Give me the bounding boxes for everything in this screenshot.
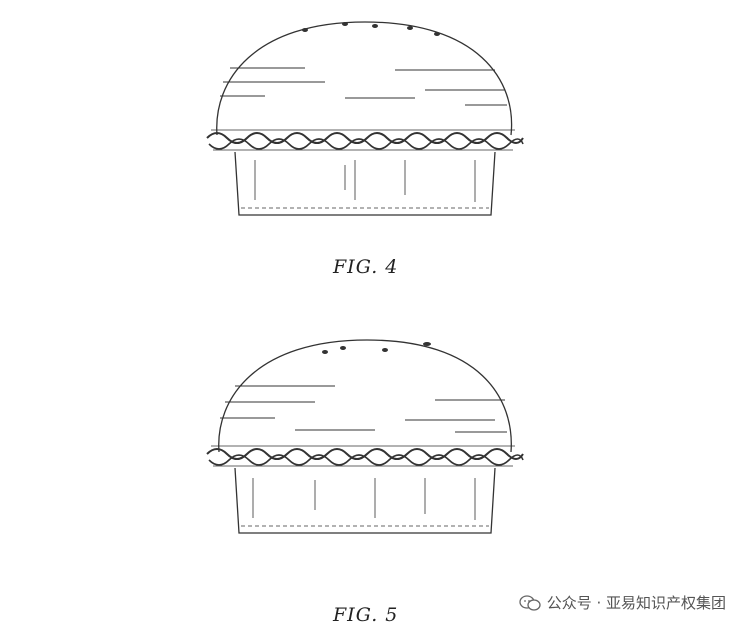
bun-drawing-fig4 — [206, 21, 524, 216]
wavy-rim — [206, 448, 524, 460]
base-body — [234, 467, 496, 534]
wavy-rim — [206, 132, 524, 144]
base-body — [234, 151, 496, 216]
bun-dome — [216, 21, 513, 136]
bun-dome — [218, 339, 512, 453]
figure-4: FIG. 4 — [0, 0, 748, 300]
wechat-watermark: 公众号 · 亚易知识产权集团 — [519, 592, 726, 613]
figure-caption: FIG. 4 — [333, 256, 399, 278]
figure-caption: FIG. 5 — [333, 604, 399, 626]
bun-drawing-fig5 — [206, 339, 524, 534]
figure-5: FIG. 5 — [0, 316, 748, 631]
wechat-icon — [519, 594, 541, 611]
watermark-text: 公众号 · 亚易知识产权集团 — [546, 594, 726, 612]
